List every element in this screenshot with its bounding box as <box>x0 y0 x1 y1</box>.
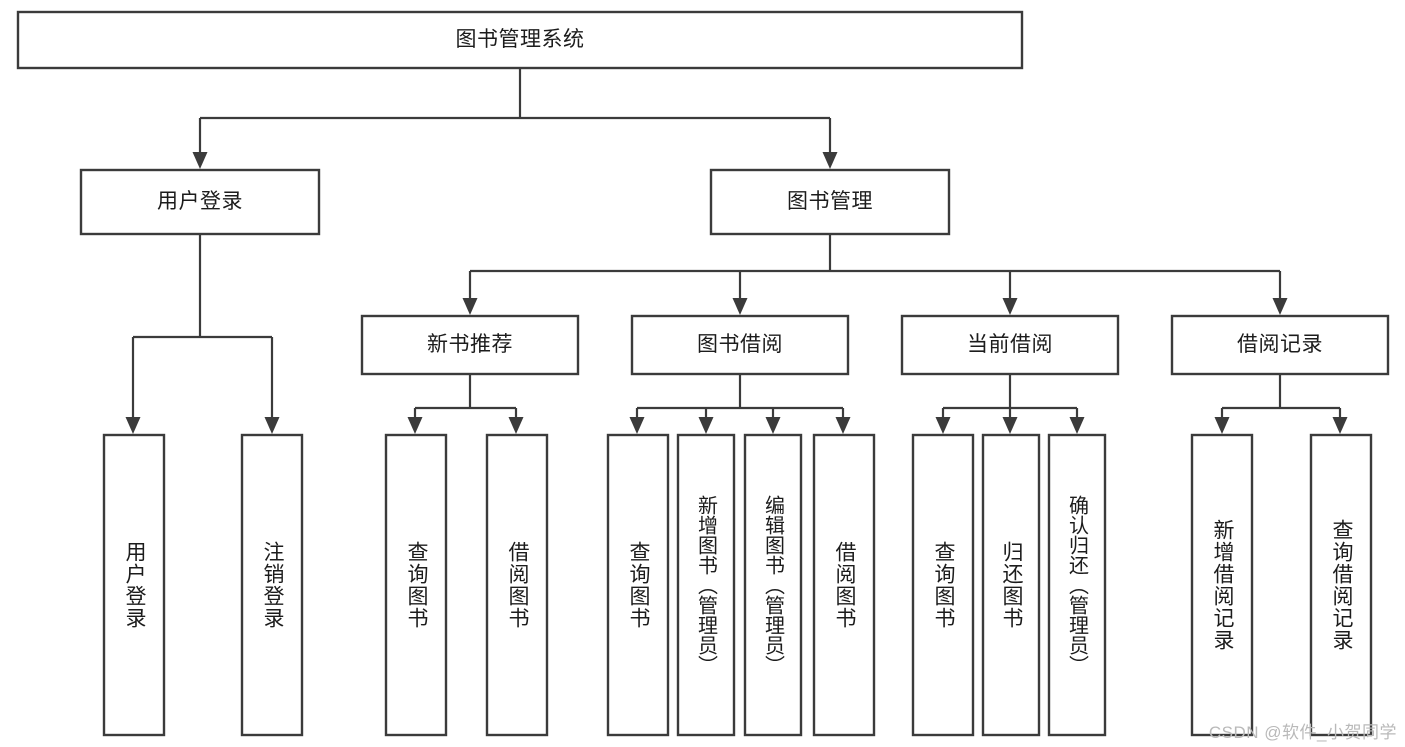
node-box-leaf-borrow-book-1[interactable] <box>485 433 549 737</box>
connector-bookmanage-to-level2 <box>462 234 1288 315</box>
node-box-leaf-borrow-book-2[interactable] <box>812 433 876 737</box>
node-box-leaf-query-book-2[interactable] <box>606 433 670 737</box>
node-box-leaf-query-record[interactable] <box>1309 433 1373 737</box>
connector-userlogin-to-leaves <box>125 234 280 434</box>
node-box-leaf-edit-book[interactable] <box>743 433 803 737</box>
node-box-leaf-add-record[interactable] <box>1190 433 1254 737</box>
node-box-current-borrow[interactable] <box>900 314 1120 376</box>
node-box-leaf-return-book[interactable] <box>981 433 1041 737</box>
node-box-new-book-recommend[interactable] <box>360 314 580 376</box>
connector-borrowrecord-to-leaves <box>1214 374 1348 434</box>
node-box-leaf-query-book-3[interactable] <box>911 433 975 737</box>
node-box-leaf-user-login[interactable] <box>102 433 166 737</box>
connector-currentborrow-to-leaves <box>935 374 1085 434</box>
connector-bookborrow-to-leaves <box>629 374 851 434</box>
node-box-leaf-query-book-1[interactable] <box>384 433 448 737</box>
node-box-book-manage[interactable] <box>709 168 951 236</box>
node-box-leaf-add-book[interactable] <box>676 433 736 737</box>
node-box-book-borrow[interactable] <box>630 314 850 376</box>
node-box-leaf-logout[interactable] <box>240 433 304 737</box>
csdn-watermark: CSDN @软件_小贺同学 <box>1208 723 1397 742</box>
connector-root-to-level1 <box>192 69 838 169</box>
node-box-borrow-record[interactable] <box>1170 314 1390 376</box>
node-box-user-login[interactable] <box>79 168 321 236</box>
connector-newbook-to-leaves <box>407 374 524 434</box>
node-box-root[interactable] <box>16 10 1024 70</box>
node-box-leaf-confirm-return[interactable] <box>1047 433 1107 737</box>
